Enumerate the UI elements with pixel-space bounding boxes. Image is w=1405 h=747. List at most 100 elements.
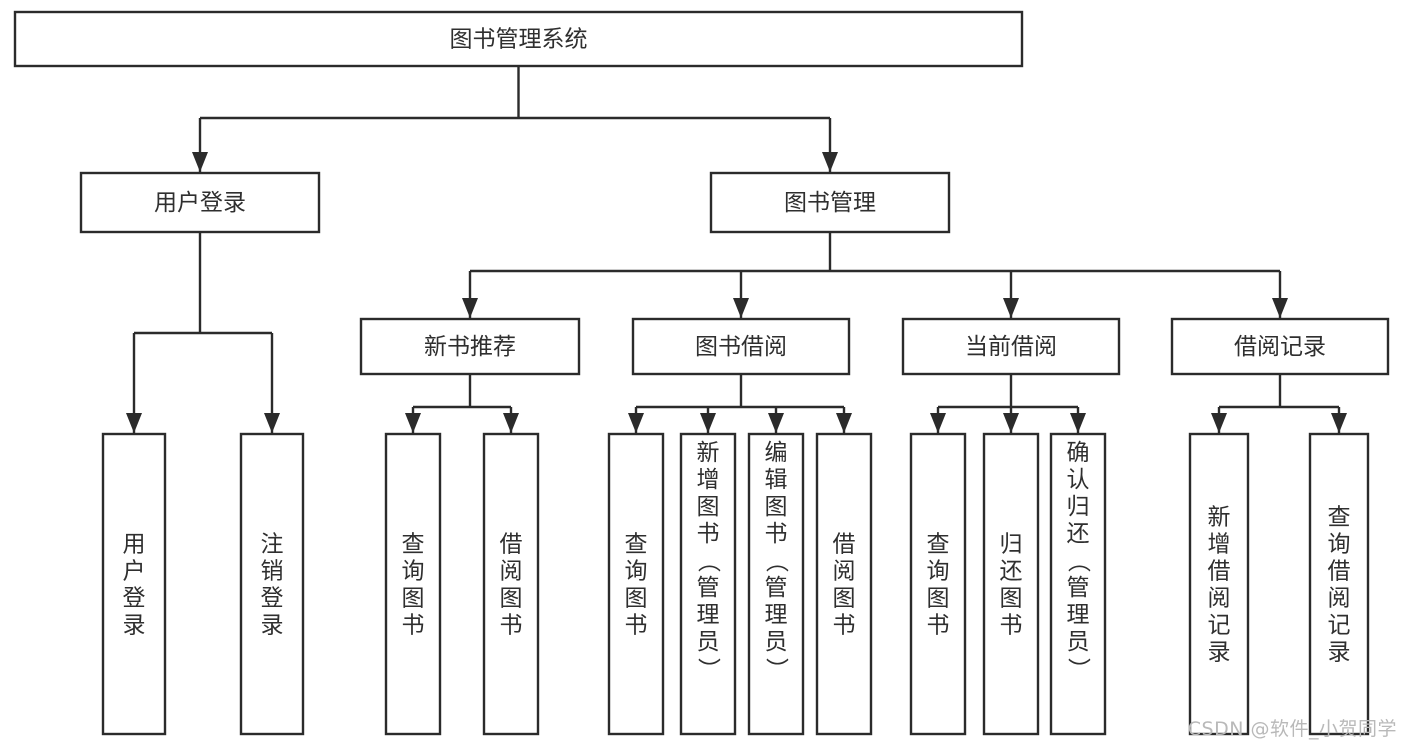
node-label-char: 图 xyxy=(402,586,425,612)
node-box[interactable] xyxy=(709,171,951,234)
node-label-char: 书 xyxy=(697,521,720,547)
node-label-char: 借 xyxy=(1328,559,1351,585)
node-box[interactable] xyxy=(1308,432,1370,736)
node-box[interactable] xyxy=(359,317,581,376)
node-root-0[interactable]: 图书管理系统 xyxy=(13,10,1024,68)
node-label-char: 理 xyxy=(1067,602,1090,628)
arrow-head-icon xyxy=(733,298,749,318)
node-level3-2[interactable]: 当前借阅 xyxy=(901,317,1121,376)
arrow-head-icon xyxy=(462,298,478,318)
arrow-head-icon xyxy=(1272,298,1288,318)
node-label: 新书推荐 xyxy=(424,334,516,360)
node-label-char: 增 xyxy=(697,467,720,493)
node-label-char: 录 xyxy=(123,613,146,639)
node-label-char: 还 xyxy=(1000,559,1023,585)
node-level2-0[interactable]: 用户登录 xyxy=(79,171,321,234)
node-box[interactable] xyxy=(909,432,967,736)
node-level3-3[interactable]: 借阅记录 xyxy=(1170,317,1390,376)
node-label-char: 录 xyxy=(261,613,284,639)
node-box[interactable] xyxy=(101,432,167,736)
node-label-char: 辑 xyxy=(765,467,788,493)
node-label-char: 登 xyxy=(261,586,284,612)
arrow-head-icon xyxy=(822,152,838,172)
node-label-char: 管 xyxy=(697,575,720,601)
node-label-char: 理 xyxy=(697,602,720,628)
node-label-char: 书 xyxy=(500,613,523,639)
node-box[interactable] xyxy=(982,432,1040,736)
node-layer: 图书管理系统用户登录图书管理新书推荐图书借阅当前借阅借阅记录用户登录注销登录查询… xyxy=(13,10,1390,736)
node-box[interactable] xyxy=(1170,317,1390,376)
node-label-char: 新 xyxy=(1208,505,1231,531)
node-label-char: ） xyxy=(1065,658,1091,681)
node-label-char: 阅 xyxy=(1328,586,1351,612)
node-label-char: 注 xyxy=(261,532,284,558)
node-label-char: 登 xyxy=(123,586,146,612)
node-label-char: 书 xyxy=(833,613,856,639)
node-box[interactable] xyxy=(384,432,442,736)
node-box[interactable] xyxy=(1188,432,1250,736)
node-level3-1[interactable]: 图书借阅 xyxy=(631,317,851,376)
node-leaf-0[interactable]: 用户登录 xyxy=(101,432,167,736)
node-label-char: ） xyxy=(695,658,721,681)
node-label-char: 阅 xyxy=(1208,586,1231,612)
node-label-char: 书 xyxy=(1000,613,1023,639)
node-box[interactable] xyxy=(1049,432,1107,736)
node-box[interactable] xyxy=(815,432,873,736)
node-label-char: 员 xyxy=(697,629,720,655)
node-label-char: 查 xyxy=(1328,505,1351,531)
node-label-char: 阅 xyxy=(833,559,856,585)
node-box[interactable] xyxy=(679,432,737,736)
arrow-head-icon xyxy=(930,413,946,433)
arrow-head-icon xyxy=(1003,413,1019,433)
node-label-char: 借 xyxy=(1208,559,1231,585)
node-box[interactable] xyxy=(631,317,851,376)
node-box[interactable] xyxy=(13,10,1024,68)
node-label-char: 借 xyxy=(833,532,856,558)
node-label-char: 书 xyxy=(765,521,788,547)
arrow-head-icon xyxy=(628,413,644,433)
node-box[interactable] xyxy=(482,432,540,736)
node-label-char: 询 xyxy=(402,559,425,585)
arrow-head-icon xyxy=(1070,413,1086,433)
node-label-char: 归 xyxy=(1000,532,1023,558)
csdn-watermark: CSDN @软件_小贺同学 xyxy=(1187,718,1397,740)
node-label-char: 确 xyxy=(1067,440,1090,466)
node-label-char: 理 xyxy=(765,602,788,628)
node-label-char: 书 xyxy=(402,613,425,639)
node-label-char: 记 xyxy=(1328,613,1351,639)
node-label-char: 借 xyxy=(500,532,523,558)
node-level3-0[interactable]: 新书推荐 xyxy=(359,317,581,376)
arrow-head-icon xyxy=(1331,413,1347,433)
node-label: 图书借阅 xyxy=(695,334,787,360)
node-box[interactable] xyxy=(239,432,305,736)
node-label: 当前借阅 xyxy=(965,334,1057,360)
node-label-char: 图 xyxy=(927,586,950,612)
node-label-char: 销 xyxy=(261,559,284,585)
node-level2-1[interactable]: 图书管理 xyxy=(709,171,951,234)
node-label: 图书管理系统 xyxy=(450,27,588,53)
node-label-char: 记 xyxy=(1208,613,1231,639)
connector-layer xyxy=(126,66,1347,433)
node-box[interactable] xyxy=(901,317,1121,376)
node-label-char: 图 xyxy=(697,494,720,520)
node-label-char: 书 xyxy=(625,613,648,639)
node-label-char: 录 xyxy=(1328,640,1351,666)
node-label-char: 员 xyxy=(765,629,788,655)
node-box[interactable] xyxy=(79,171,321,234)
node-box[interactable] xyxy=(607,432,665,736)
node-box[interactable] xyxy=(747,432,805,736)
